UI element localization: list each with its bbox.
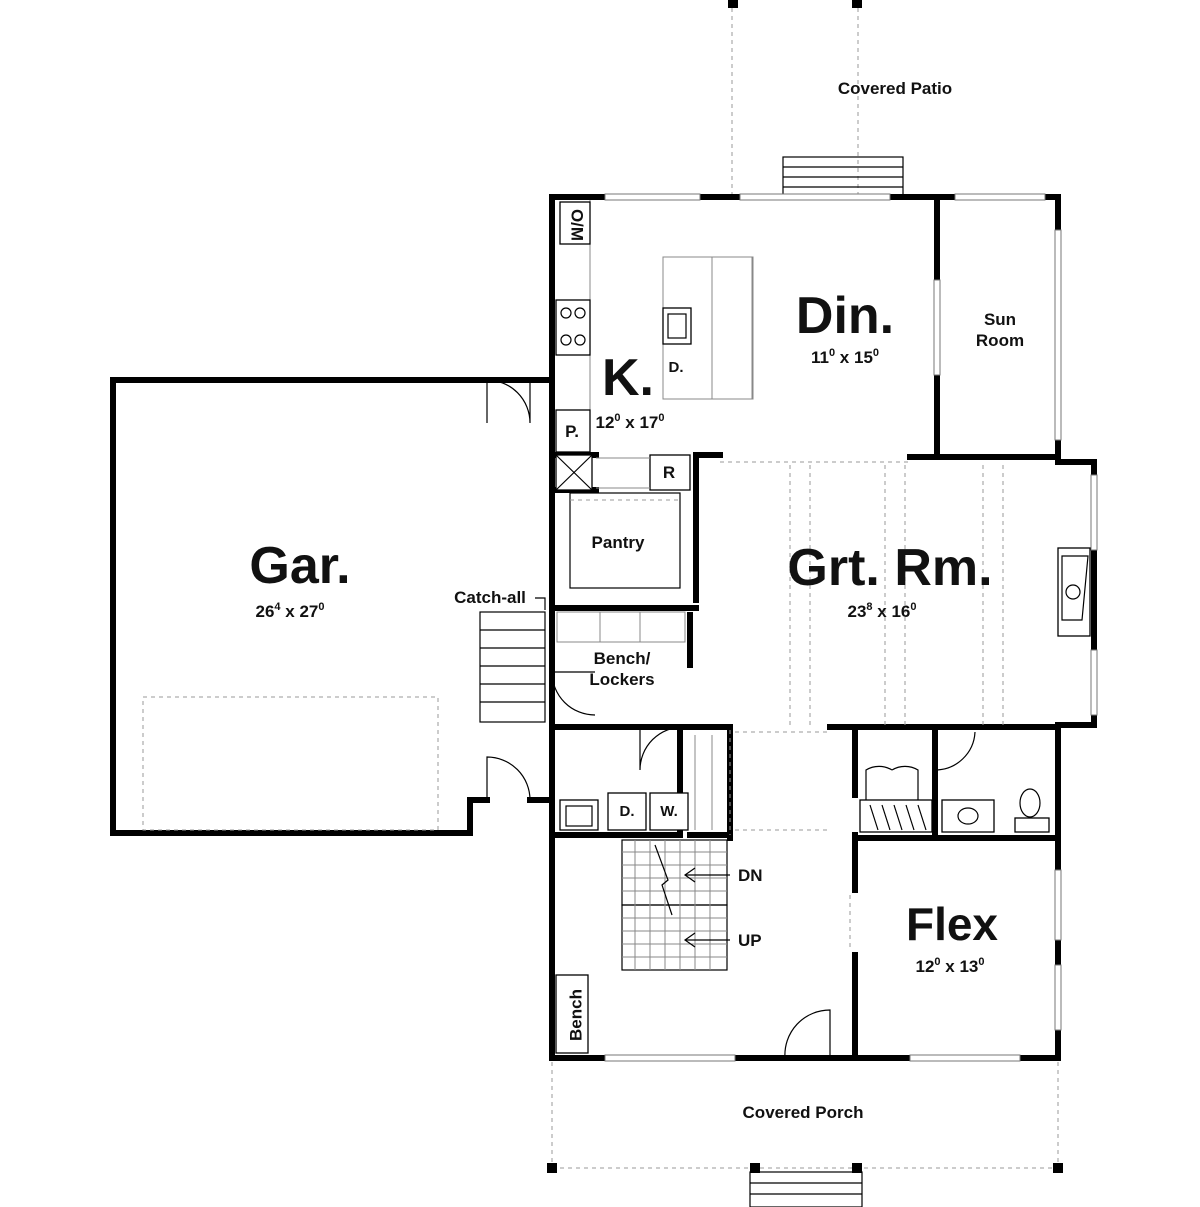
windows <box>604 193 1098 1062</box>
mudroom <box>535 597 686 716</box>
dryer-label: D. <box>620 803 635 820</box>
sun-room-label-2: Room <box>976 331 1024 350</box>
garage-name: Gar. <box>249 537 350 595</box>
staircase <box>555 839 831 1059</box>
refrigerator-label: R <box>663 463 675 482</box>
covered-porch-label: Covered Porch <box>743 1103 864 1122</box>
half-bath <box>859 731 1050 833</box>
oven-microwave-label: O/M <box>568 209 587 241</box>
bench-label: Bench <box>566 989 585 1041</box>
washer-label: W. <box>660 803 678 820</box>
sun-room-label-1: Sun <box>984 310 1016 329</box>
flex-room-name: Flex <box>906 898 998 950</box>
garage-dimensions: 264 x 270 <box>255 601 324 621</box>
dining-room-dimensions: 110 x 150 <box>811 347 879 367</box>
ceiling-beams <box>720 461 1004 950</box>
catch-all-label: Catch-all <box>454 588 526 607</box>
covered-patio-label: Covered Patio <box>838 79 952 98</box>
covered-porch-outline <box>547 1062 1063 1207</box>
stairs-up-label: UP <box>738 931 762 950</box>
kitchen-dimensions: 120 x 170 <box>595 412 664 432</box>
garage-walls <box>110 377 555 836</box>
covered-patio-outline <box>728 0 904 198</box>
kitchen-fixtures <box>555 200 754 589</box>
pantry-label: Pantry <box>592 533 645 552</box>
kitchen-name: K. <box>602 349 654 407</box>
laundry <box>559 726 713 831</box>
pantry-cabinet-label: P. <box>565 422 579 441</box>
great-room-dimensions: 238 x 160 <box>847 601 916 621</box>
bench-lockers-label-1: Bench/ <box>594 649 651 668</box>
bench-lockers-label-2: Lockers <box>589 670 654 689</box>
great-room-name: Grt. Rm. <box>787 539 992 597</box>
stairs-down-label: DN <box>738 866 763 885</box>
fireplace <box>1057 547 1091 637</box>
dishwasher-label: D. <box>669 359 684 376</box>
flex-room-dimensions: 120 x 130 <box>915 956 984 976</box>
dining-room-name: Din. <box>796 287 894 345</box>
